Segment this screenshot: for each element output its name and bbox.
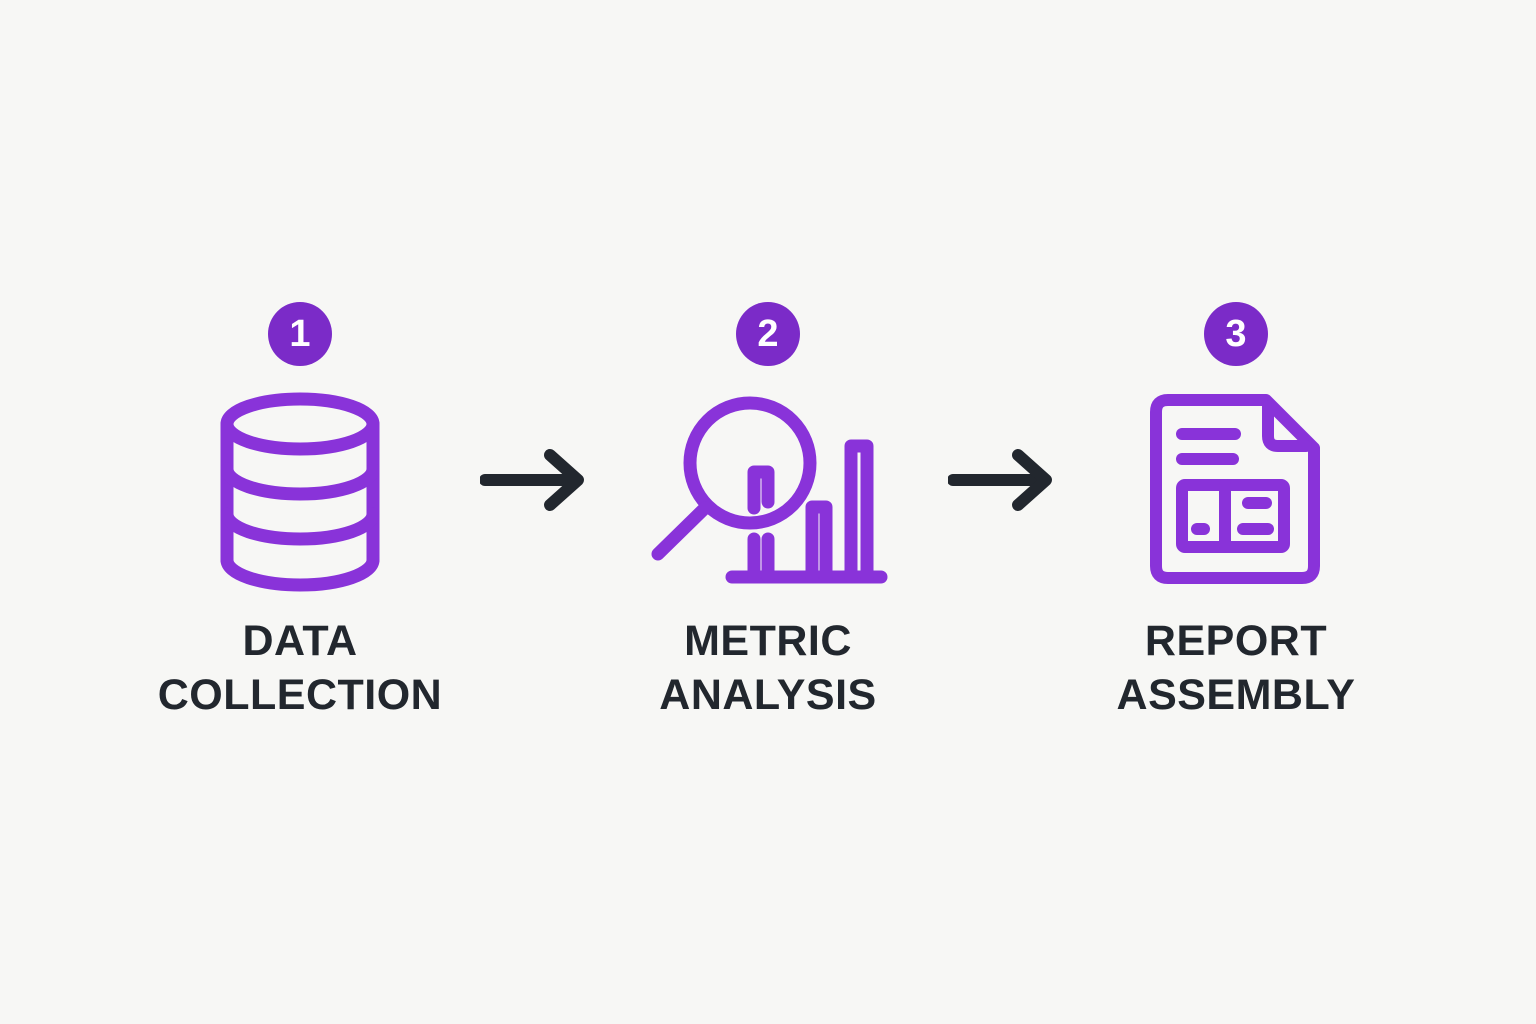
step-number: 3: [1225, 313, 1247, 355]
report-document-icon: [1150, 394, 1320, 584]
step-number: 1: [289, 313, 311, 355]
step-label-line1: REPORT: [1144, 617, 1328, 665]
step-number-badge: 2: [736, 302, 800, 366]
arrow-step2-to-step3: [948, 448, 1056, 512]
step-label: METRIC ANALYSIS: [659, 614, 876, 722]
step-icon-box: [220, 392, 380, 592]
right-arrow-icon: [480, 449, 584, 511]
step-label-line1: METRIC: [684, 617, 852, 665]
step-number-badge: 1: [268, 302, 332, 366]
step-metric-analysis: 2 METRIC ANALYSIS: [588, 302, 948, 722]
step-icon-box: [648, 392, 888, 592]
arrow-step1-to-step2: [480, 448, 588, 512]
step-icon-box: [1148, 392, 1324, 592]
step-number: 2: [757, 313, 779, 355]
step-label-line1: DATA: [242, 617, 358, 665]
magnifier-bar-chart-icon: [651, 396, 888, 584]
step-label: DATA COLLECTION: [158, 614, 442, 722]
database-icon: [220, 392, 380, 592]
step-label-line2: ANALYSIS: [659, 671, 877, 720]
step-label-line2: COLLECTION: [157, 671, 443, 720]
process-diagram: 1 DATA COLLECTION 2: [0, 302, 1536, 722]
step-label-line2: ASSEMBLY: [1116, 671, 1356, 720]
step-report-assembly: 3 REPORT ASSEMBLY: [1056, 302, 1416, 722]
step-label: REPORT ASSEMBLY: [1117, 614, 1356, 722]
right-arrow-icon: [948, 449, 1052, 511]
step-number-badge: 3: [1204, 302, 1268, 366]
step-data-collection: 1 DATA COLLECTION: [120, 302, 480, 722]
